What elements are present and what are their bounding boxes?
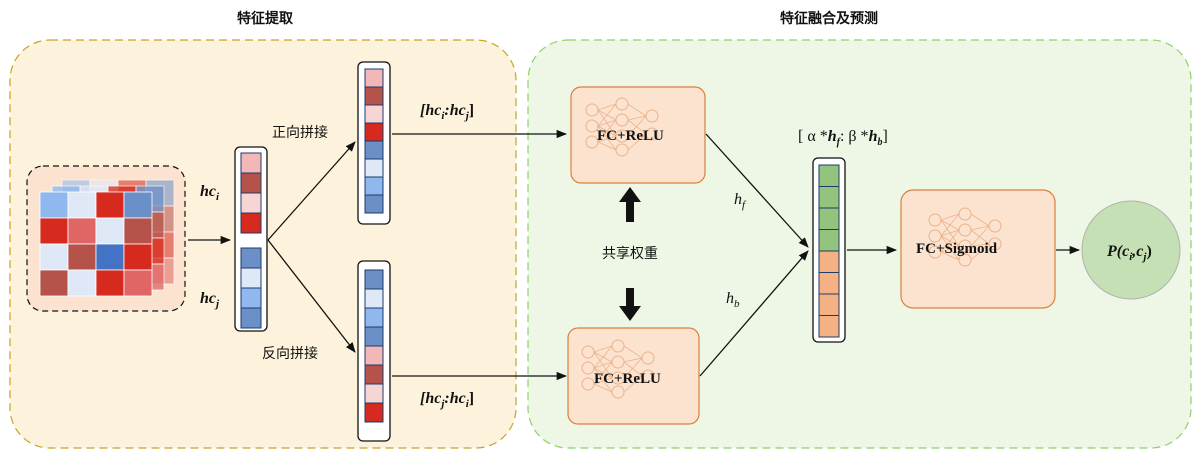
heatmap-cell — [95, 191, 125, 219]
left-panel-title: 特征提取 — [237, 10, 294, 27]
forward-concat-vector — [357, 61, 391, 225]
hc-i-cell — [240, 192, 262, 214]
output-label: P(ci,cj) — [1106, 243, 1152, 263]
heatmap-cell — [67, 269, 97, 297]
fusion-cell — [818, 207, 840, 230]
forward-cell — [364, 158, 384, 178]
shared-weights-down-arrow — [619, 288, 641, 321]
heatmap-cell — [39, 269, 69, 297]
shared-weights-up-arrow — [619, 187, 641, 222]
forward-vector-label: [hci:hcj] — [420, 102, 474, 122]
weighted-concat-label: [ α *hf: β *hb] — [798, 128, 888, 148]
heatmap-cell — [123, 217, 153, 245]
forward-cell — [364, 140, 384, 160]
heatmap-cell — [95, 269, 125, 297]
h-f-label: hf — [734, 191, 747, 211]
hc-j-cell — [240, 287, 262, 309]
heatmap-cell — [123, 191, 153, 219]
backward-cell — [364, 345, 384, 366]
fc-sigmoid-label: FC+Sigmoid — [916, 241, 998, 257]
h-b-label: hb — [726, 290, 740, 310]
forward-cell — [364, 68, 384, 88]
fusion-cell — [818, 186, 840, 209]
arrow-backward-branch — [267, 239, 356, 353]
fusion-cell — [818, 229, 840, 252]
input-heatmap-stack — [26, 165, 186, 312]
hc-i-cell — [240, 212, 262, 234]
heatmap-layer-front — [39, 191, 153, 297]
heatmap-cell — [123, 269, 153, 297]
hc-i-cell — [240, 152, 262, 174]
backward-cell — [364, 402, 384, 423]
hc-j-label: hcj — [200, 290, 220, 310]
fusion-cell — [818, 315, 840, 338]
hc-i-label: hci — [200, 183, 220, 203]
fc-sigmoid-block: FC+Sigmoid — [900, 189, 1056, 309]
backward-concat-vector — [357, 260, 391, 442]
fc-relu-top-block: FC+ReLU — [570, 86, 706, 184]
fusion-cell — [818, 250, 840, 273]
backward-cell — [364, 326, 384, 347]
hc-j-cell — [240, 267, 262, 289]
arrow-hb — [699, 250, 809, 377]
hc-j-cell — [240, 307, 262, 329]
backward-vector-label: [hcj:hci] — [420, 390, 474, 410]
fusion-cell — [818, 272, 840, 295]
forward-cell — [364, 104, 384, 124]
heatmap-cell — [39, 217, 69, 245]
backward-cell — [364, 307, 384, 328]
heatmap-cell — [67, 243, 97, 271]
hc-j-cell — [240, 247, 262, 269]
forward-concat-label: 正向拼接 — [272, 124, 328, 141]
fusion-cell — [818, 164, 840, 187]
fusion-cell — [818, 293, 840, 316]
backward-cell — [364, 364, 384, 385]
forward-cell — [364, 176, 384, 196]
backward-cell — [364, 383, 384, 404]
heatmap-cell — [123, 243, 153, 271]
heatmap-cell — [39, 191, 69, 219]
forward-cell — [364, 86, 384, 106]
heatmap-cell — [95, 243, 125, 271]
forward-cell — [364, 122, 384, 142]
heatmap-cell — [95, 217, 125, 245]
forward-cell — [364, 194, 384, 214]
backward-cell — [364, 269, 384, 290]
right-panel-title: 特征融合及预测 — [780, 10, 878, 27]
output-node: P(ci,cj) — [1081, 200, 1181, 300]
fc-relu-bottom-label: FC+ReLU — [594, 371, 661, 387]
hc-vector-stack — [234, 146, 268, 332]
hc-i-cell — [240, 172, 262, 194]
fc-relu-top-label: FC+ReLU — [597, 128, 664, 144]
heatmap-cell — [39, 243, 69, 271]
arrow-forward-branch — [267, 141, 356, 241]
heatmap-cell — [67, 191, 97, 219]
heatmap-cell — [67, 217, 97, 245]
shared-weights-label: 共享权重 — [602, 245, 658, 262]
backward-cell — [364, 288, 384, 309]
fusion-vector — [812, 157, 846, 343]
fc-relu-bottom-block: FC+ReLU — [567, 327, 700, 425]
backward-concat-label: 反向拼接 — [262, 345, 318, 362]
arrow-hf — [705, 133, 809, 248]
